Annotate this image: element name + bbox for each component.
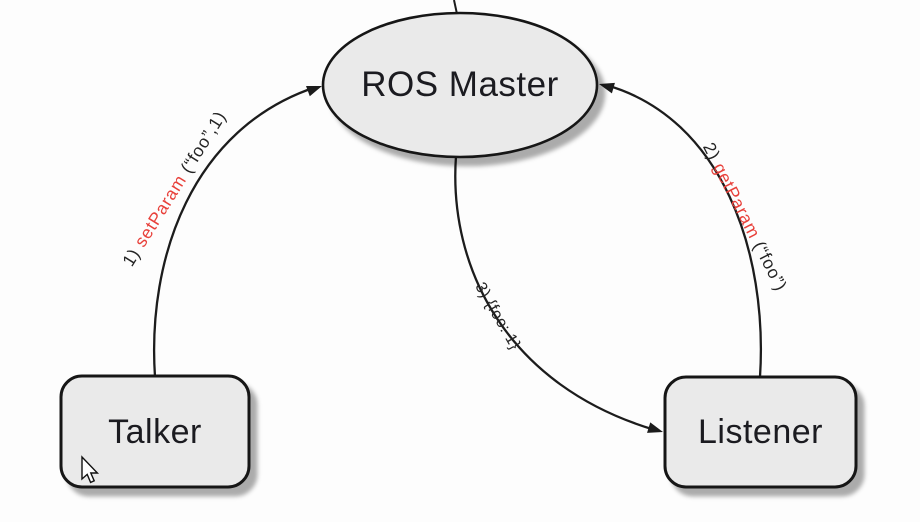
edge-setparam	[153, 85, 322, 378]
edge-getparam-path	[605, 83, 762, 378]
talker-node-label: Talker	[108, 413, 202, 451]
arrowhead-icon	[599, 82, 615, 94]
node-ros-master	[321, 11, 599, 159]
edge-return-value	[454, 155, 663, 433]
node-listener	[663, 375, 858, 489]
arrowhead-icon	[647, 422, 663, 433]
master-node-label: ROS Master	[361, 65, 559, 104]
edge-getparam	[599, 82, 762, 378]
listener-node-label: Listener	[698, 413, 823, 451]
edge-return-value-path	[454, 155, 656, 432]
mouse-cursor-icon	[81, 455, 100, 484]
edge-setparam-path	[153, 85, 317, 378]
node-talker	[59, 374, 251, 489]
arrowhead-icon	[306, 85, 322, 97]
top-stub-line	[453, 0, 458, 15]
